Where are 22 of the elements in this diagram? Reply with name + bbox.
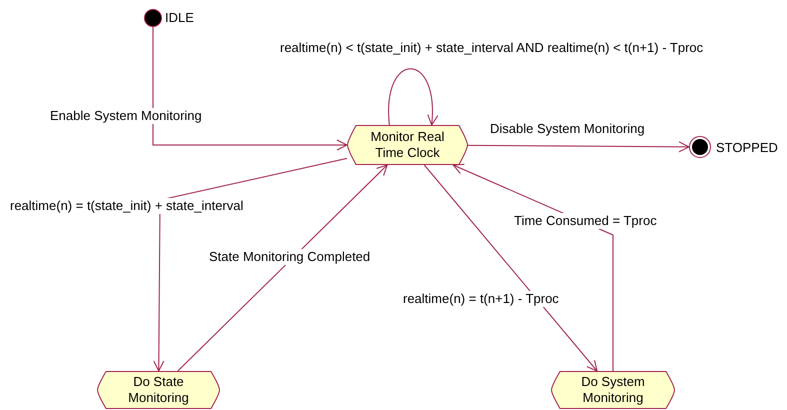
- state-box: [97, 371, 220, 409]
- edge-label: realtime(n) = t(state_init) + state_interval: [9, 198, 244, 214]
- edge-label: realtime(n) = t(n+1) - Tproc: [402, 291, 560, 307]
- state-name: Do System Monitoring: [580, 374, 646, 406]
- state-label: IDLE: [165, 10, 194, 26]
- state-label: STOPPED: [716, 140, 778, 156]
- transition-arrow: [152, 26, 348, 150]
- transition-arrow: [424, 164, 598, 372]
- transition-arrow: [153, 158, 348, 372]
- edge-label: State Monitoring Completed: [208, 249, 372, 265]
- final-state-circle: [689, 136, 711, 158]
- state-name: Monitor Real Time Clock: [370, 129, 446, 161]
- transition-arrow: [468, 141, 690, 152]
- edge-label: realtime(n) < t(state_init) + state_interval AND realtime(n) < t(n+1) - Tproc: [279, 40, 704, 56]
- transition-arrow: [177, 164, 388, 372]
- state-box: [347, 125, 468, 165]
- edge-label: Enable System Monitoring: [49, 108, 203, 124]
- state-box: [551, 371, 675, 409]
- edge-label: Disable System Monitoring: [489, 121, 646, 137]
- state-name: Do State Monitoring: [127, 374, 190, 406]
- edge-label: Time Consumed = Tproc: [513, 213, 658, 229]
- transition-arrow: [388, 68, 438, 126]
